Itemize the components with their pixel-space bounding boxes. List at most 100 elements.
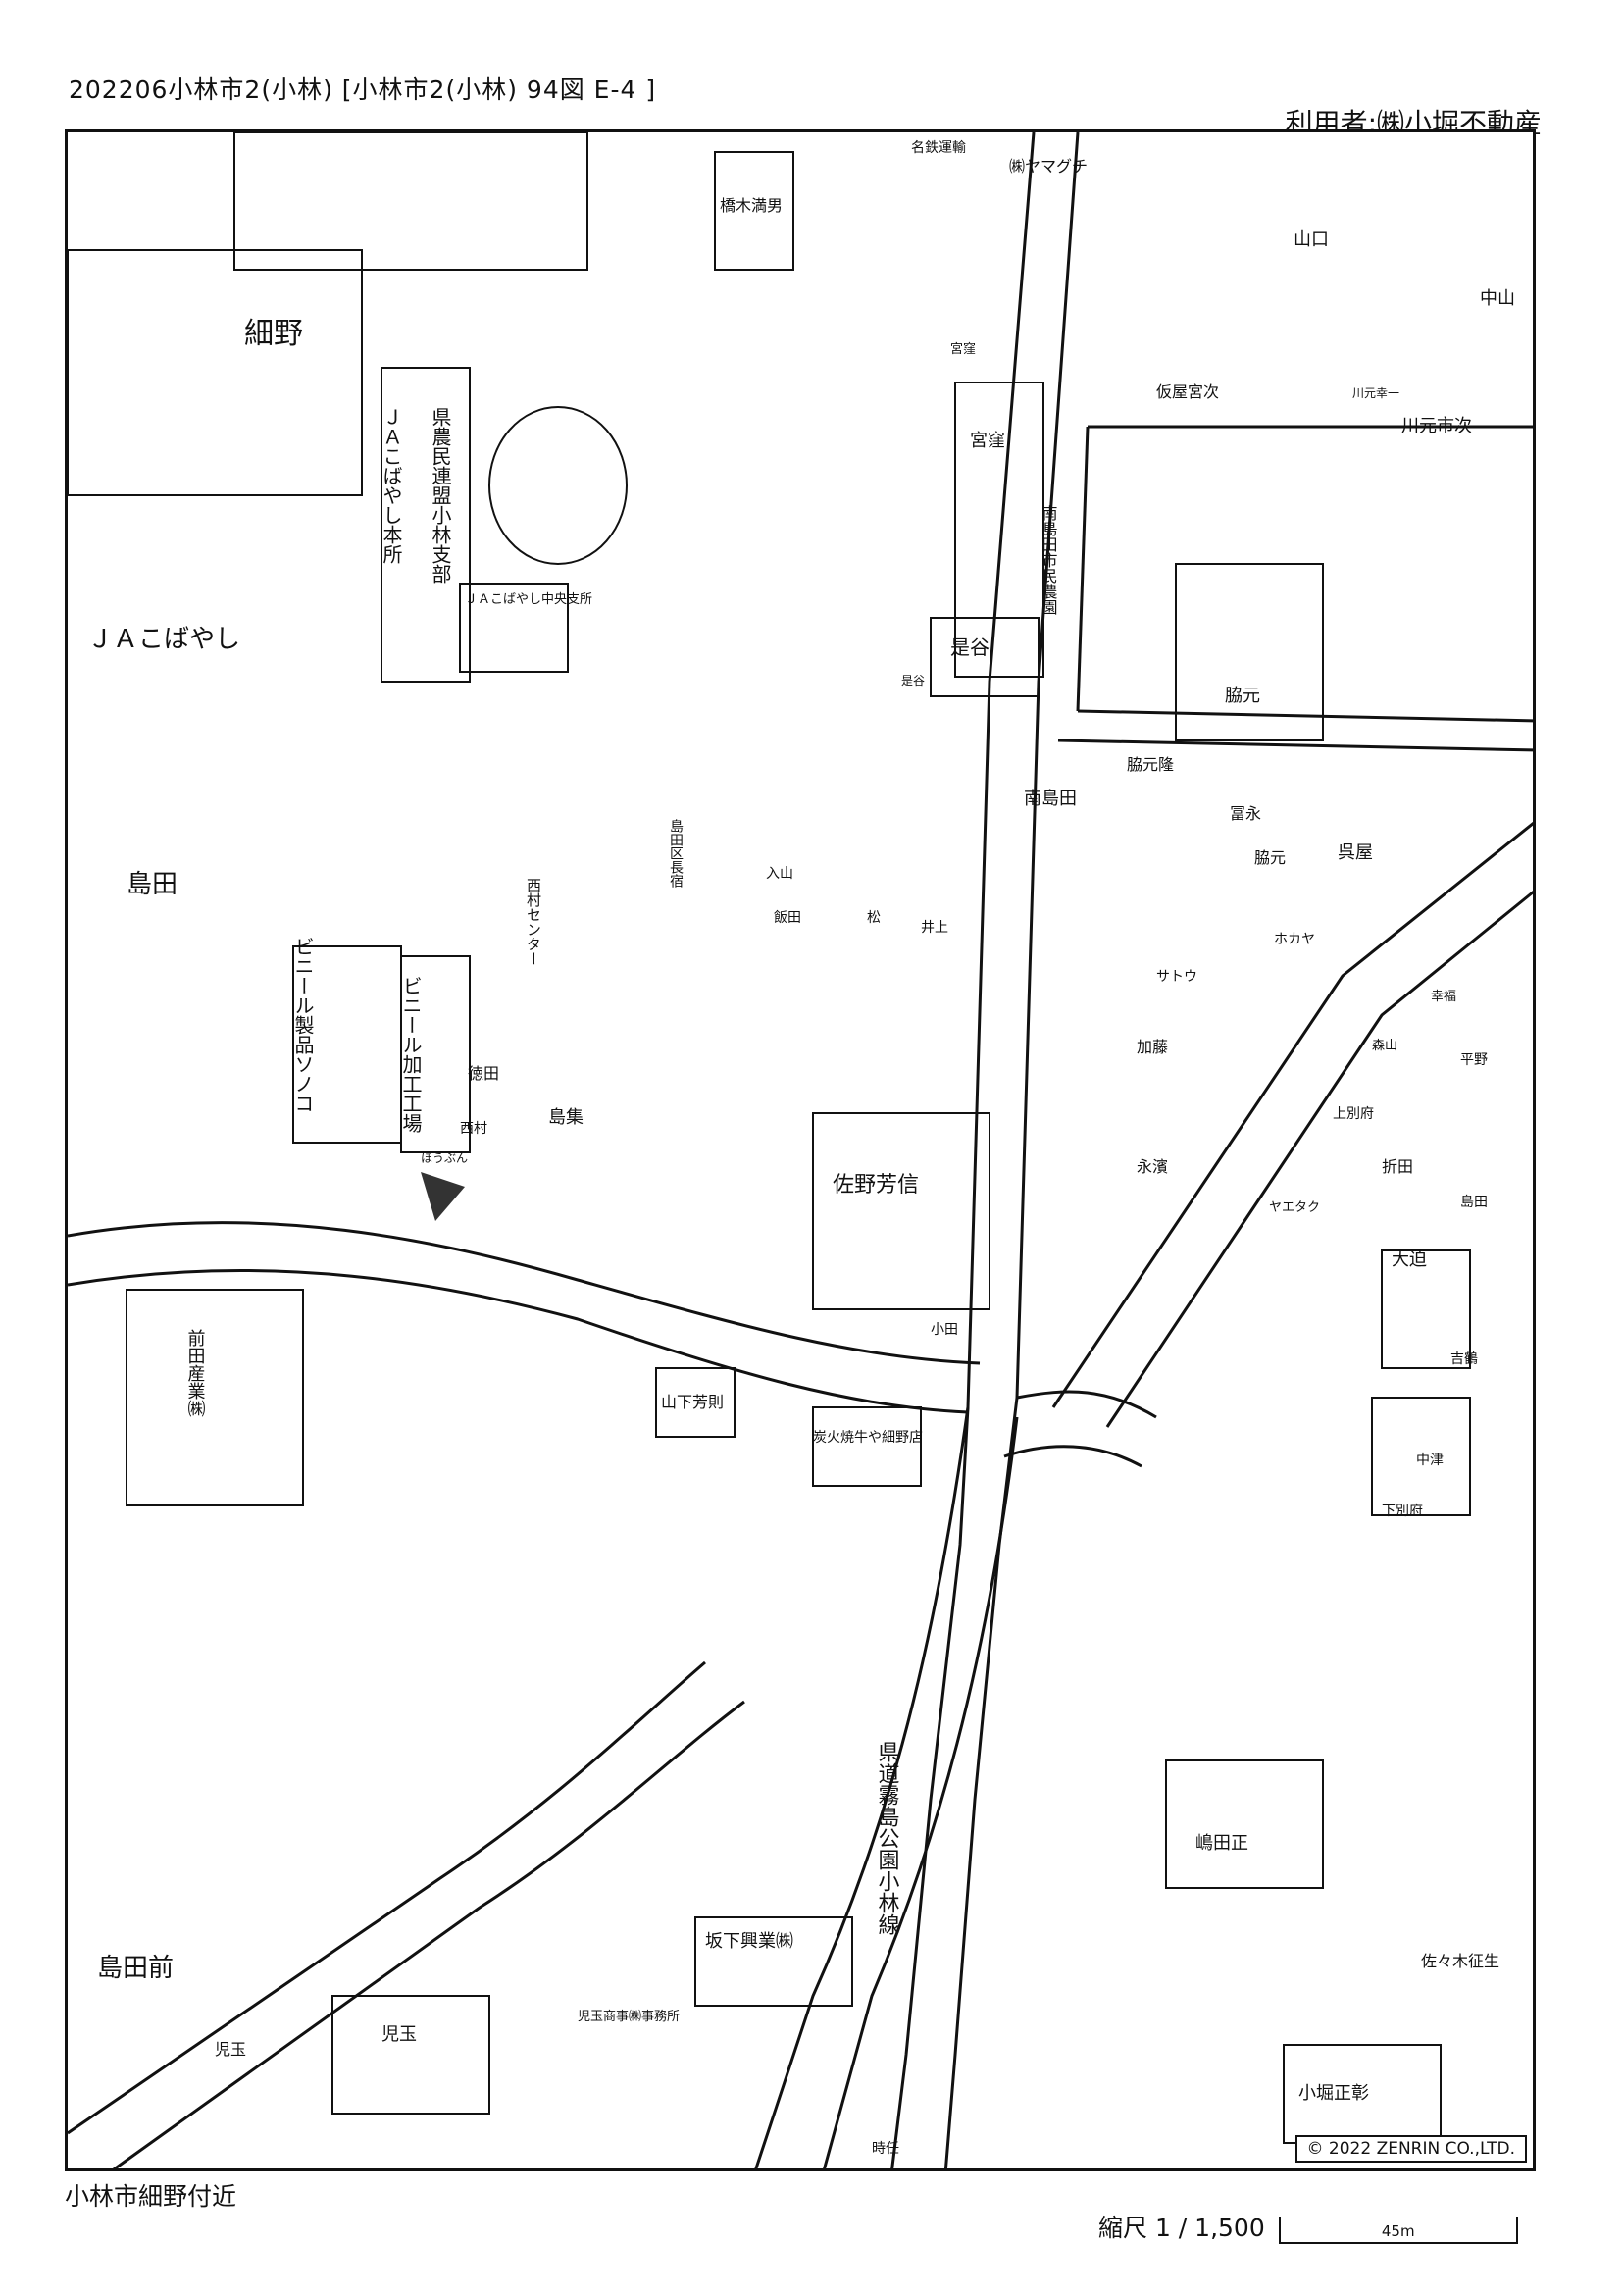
label-tokiwa: 時任 [872,2141,899,2157]
label-miyakubo: 宮窪 [970,431,1005,451]
label-area-hosono: 細野 [244,317,303,351]
label-sumibiyaki: 炭火焼牛や細野店 [813,1430,923,1446]
label-wakimoto: 脇元 [1225,686,1260,706]
road-pref-west-edge [754,1406,970,2168]
label-kamibeppu: 上別府 [1333,1106,1374,1122]
label-wakimoto2: 脇元 [1254,848,1286,867]
road-ew-south-edge [68,1269,969,1414]
target-marker [421,1172,465,1221]
bldg-miyakubo [954,382,1044,678]
bldg-nw-top [233,132,588,271]
bldg-oosako [1371,1397,1471,1516]
road-ne-block-3 [1057,739,1533,752]
bldg-shimada-tadashi [1165,1759,1324,1889]
label-miyakubo-small: 宮窪 [950,341,976,357]
road-ne-block-2 [1077,709,1533,723]
label-hashimoto: 橋木満男 [720,196,783,215]
label-maeda-sangyou: 前田産業㈱ [185,1329,206,1417]
label-yaetaku: ヤエタク [1269,1200,1320,1215]
label-nakayama: 中山 [1480,288,1515,309]
label-koufuku: 幸福 [1431,990,1456,1004]
label-wakimoto-takashi: 脇元隆 [1127,755,1174,774]
bldg-sakashita [694,1916,853,2007]
label-heino: 平野 [1460,1052,1488,1068]
map-header-title: 202206小林市2(小林) [小林市2(小林) 94図 E-4 ] [69,76,657,104]
label-kohori: 小堀正彰 [1298,2083,1369,2104]
label-nagahama: 永濱 [1137,1157,1168,1176]
map-canvas[interactable]: 細野 島田 島田前 ＪＡこばやし ＪＡこばやし本所 県農民連盟小林支部 ＪＡこば… [68,132,1536,2171]
label-orita: 折田 [1382,1157,1413,1176]
label-tomi: 冨永 [1230,804,1261,823]
label-area-shimada: 島田 [127,870,178,899]
bldg-ja-honsho [381,367,471,683]
label-katou: 加藤 [1137,1038,1168,1056]
label-iriyama: 入山 [766,866,793,882]
map-caption: 小林市細野付近 [65,2182,237,2211]
bldg-orita [1381,1249,1471,1369]
label-myouken: 名鉄運輸 [911,140,966,156]
label-yamaguchi2: 山口 [1294,229,1329,250]
bldg-large-nw [68,249,363,496]
label-nishimura-center: 西村センター [525,878,542,966]
label-sano: 佐野芳信 [833,1173,919,1198]
label-shimada-residence: 島田区長宿 [668,819,684,888]
bldg-ja-center [459,583,569,673]
label-hokaya: ホカヤ [1274,932,1315,947]
label-minami-shimada-park: 南島田市民農園 [1040,505,1058,615]
label-yamashita: 山下芳則 [661,1393,724,1411]
label-kawamoto: 川元市次 [1401,416,1472,436]
target-marker-flag [421,1172,465,1221]
map-scale-bar: 45m [1278,2217,1518,2244]
label-ja-kobayashi: ＪＡこばやし [87,625,240,654]
map-scale: 縮尺 1 / 1,500 45m [1098,2209,1518,2244]
label-shimobeppu: 下別府 [1382,1504,1423,1519]
label-matsu: 松 [867,910,881,926]
road-east-branch-north [1016,1390,1157,1419]
label-shimada-tadashi: 嶋田正 [1195,1833,1248,1854]
label-yamaguchi: ㈱ヤマグチ [1009,157,1088,176]
bldg-maeda [126,1289,304,1506]
map-frame[interactable]: 細野 島田 島田前 ＪＡこばやし ＪＡこばやし本所 県農民連盟小林支部 ＪＡこば… [65,129,1536,2171]
label-area-shimadamae: 島田前 [97,1954,174,1983]
bldg-zegatani [930,617,1040,697]
road-diagonal-ne-2 [1105,890,1533,1428]
bldg-hashimoto [714,151,794,271]
label-sasaki: 佐々木征生 [1421,1952,1499,1970]
road-main-ns-west-edge [890,132,1036,2168]
road-pref-east-edge [823,1416,1019,2168]
map-scale-bar-label: 45m [1381,2222,1415,2240]
label-zegatani-small: 是谷 [901,674,925,688]
road-diagonal-ne-1 [1051,821,1533,1408]
road-east-branch-south [1003,1445,1142,1468]
label-ja-honten: ＪＡこばやし本所 [380,407,403,564]
label-kureya: 呉屋 [1338,842,1373,863]
road-ew-north-edge [68,1221,981,1365]
label-zegatani: 是谷 [950,636,990,659]
label-sakashita: 坂下興業㈱ [705,1931,793,1952]
road-sw-diagonal-2 [112,1700,745,2168]
bldg-yamashita [655,1367,736,1438]
label-oosako: 大迫 [1392,1249,1427,1270]
label-yoshitsuru: 吉鶴 [1450,1351,1478,1367]
label-shimada-kaori: 島田 [1460,1195,1488,1210]
bldg-sano [812,1112,990,1310]
label-route-name: 県道霧島公園小林線 [875,1741,900,1935]
label-ja-center: ＪＡこばやし中央支所 [465,592,592,607]
ja-pond [488,406,628,565]
label-kawamoto-small: 川元幸一 [1352,386,1399,400]
bldg-wakimoto [1175,563,1324,741]
label-kariya: 仮屋宮次 [1156,382,1219,401]
label-shimashu: 島集 [548,1107,584,1128]
road-sw-diagonal [68,1660,706,2135]
label-tokuda: 徳田 [468,1064,499,1083]
label-iida: 飯田 [774,909,801,926]
map-scale-text: 縮尺 1 / 1,500 [1098,2214,1265,2242]
road-main-ns-east-edge [943,132,1080,2168]
label-nakatsu: 中津 [1416,1453,1444,1468]
road-ne-block-v [1076,426,1090,712]
label-kodama2: 児玉 [215,2040,246,2059]
label-nishimura: 西村 [460,1121,487,1137]
bldg-kodama [331,1995,490,2115]
label-satou: サトウ [1156,969,1197,985]
label-ja-kennouminren: 県農民連盟小林支部 [429,407,452,584]
